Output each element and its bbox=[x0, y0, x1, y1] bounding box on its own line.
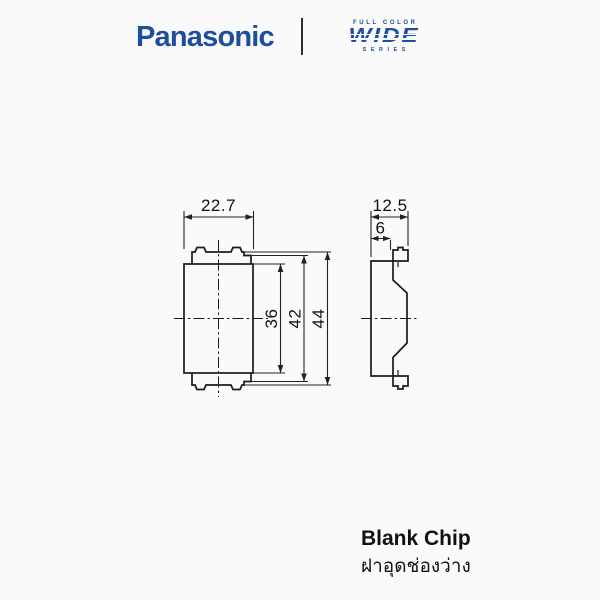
panasonic-logo: Panasonic bbox=[136, 21, 275, 53]
product-label: Blank Chip ฝาอุดช่องว่าง bbox=[361, 527, 471, 578]
dim-label-width: 22.7 bbox=[201, 196, 236, 215]
dim-label-overall-height: 44 bbox=[309, 309, 328, 329]
wide-logo-stripe bbox=[326, 38, 442, 40]
dim-label-base-depth: 6 bbox=[376, 219, 386, 238]
dim-label-body-height: 42 bbox=[286, 309, 305, 329]
arrow-down bbox=[301, 373, 307, 382]
dimension-arrows bbox=[184, 214, 408, 385]
wide-logo-bottomline: SERIES bbox=[362, 47, 410, 53]
side-body bbox=[370, 260, 408, 377]
dimension-lines bbox=[183, 211, 409, 386]
product-name-th: ฝาอุดช่องว่าง bbox=[361, 555, 471, 578]
header-divider bbox=[301, 18, 303, 55]
arrow-up bbox=[277, 264, 284, 272]
arrow-right bbox=[400, 214, 408, 220]
side-top-tab bbox=[392, 246, 409, 262]
arrow-right bbox=[383, 235, 391, 242]
arrow-right bbox=[245, 214, 254, 220]
wide-series-logo: FULL COLOR WIDE SERIES bbox=[326, 20, 442, 53]
arrow-down bbox=[277, 365, 284, 373]
dim-label-inner-height: 36 bbox=[262, 309, 281, 329]
front-bottom-tab bbox=[191, 373, 252, 391]
arrow-up bbox=[301, 255, 307, 264]
wide-logo-topline: FULL COLOR bbox=[353, 20, 418, 26]
side-view-outline bbox=[370, 246, 409, 390]
side-bottom-tab bbox=[392, 375, 409, 390]
wide-logo-text: WIDE bbox=[348, 25, 420, 47]
arrow-left bbox=[371, 235, 379, 242]
front-top-tab bbox=[191, 246, 252, 264]
arrow-up bbox=[324, 252, 331, 260]
arrow-down bbox=[324, 377, 331, 385]
wide-logo-wordmark: WIDE bbox=[326, 25, 442, 47]
product-name-en: Blank Chip bbox=[361, 527, 471, 550]
dim-label-depth: 12.5 bbox=[372, 196, 407, 215]
centerlines bbox=[174, 240, 419, 397]
wide-logo-stripe bbox=[326, 33, 442, 36]
arrow-left bbox=[371, 214, 379, 220]
arrow-left bbox=[184, 214, 192, 220]
